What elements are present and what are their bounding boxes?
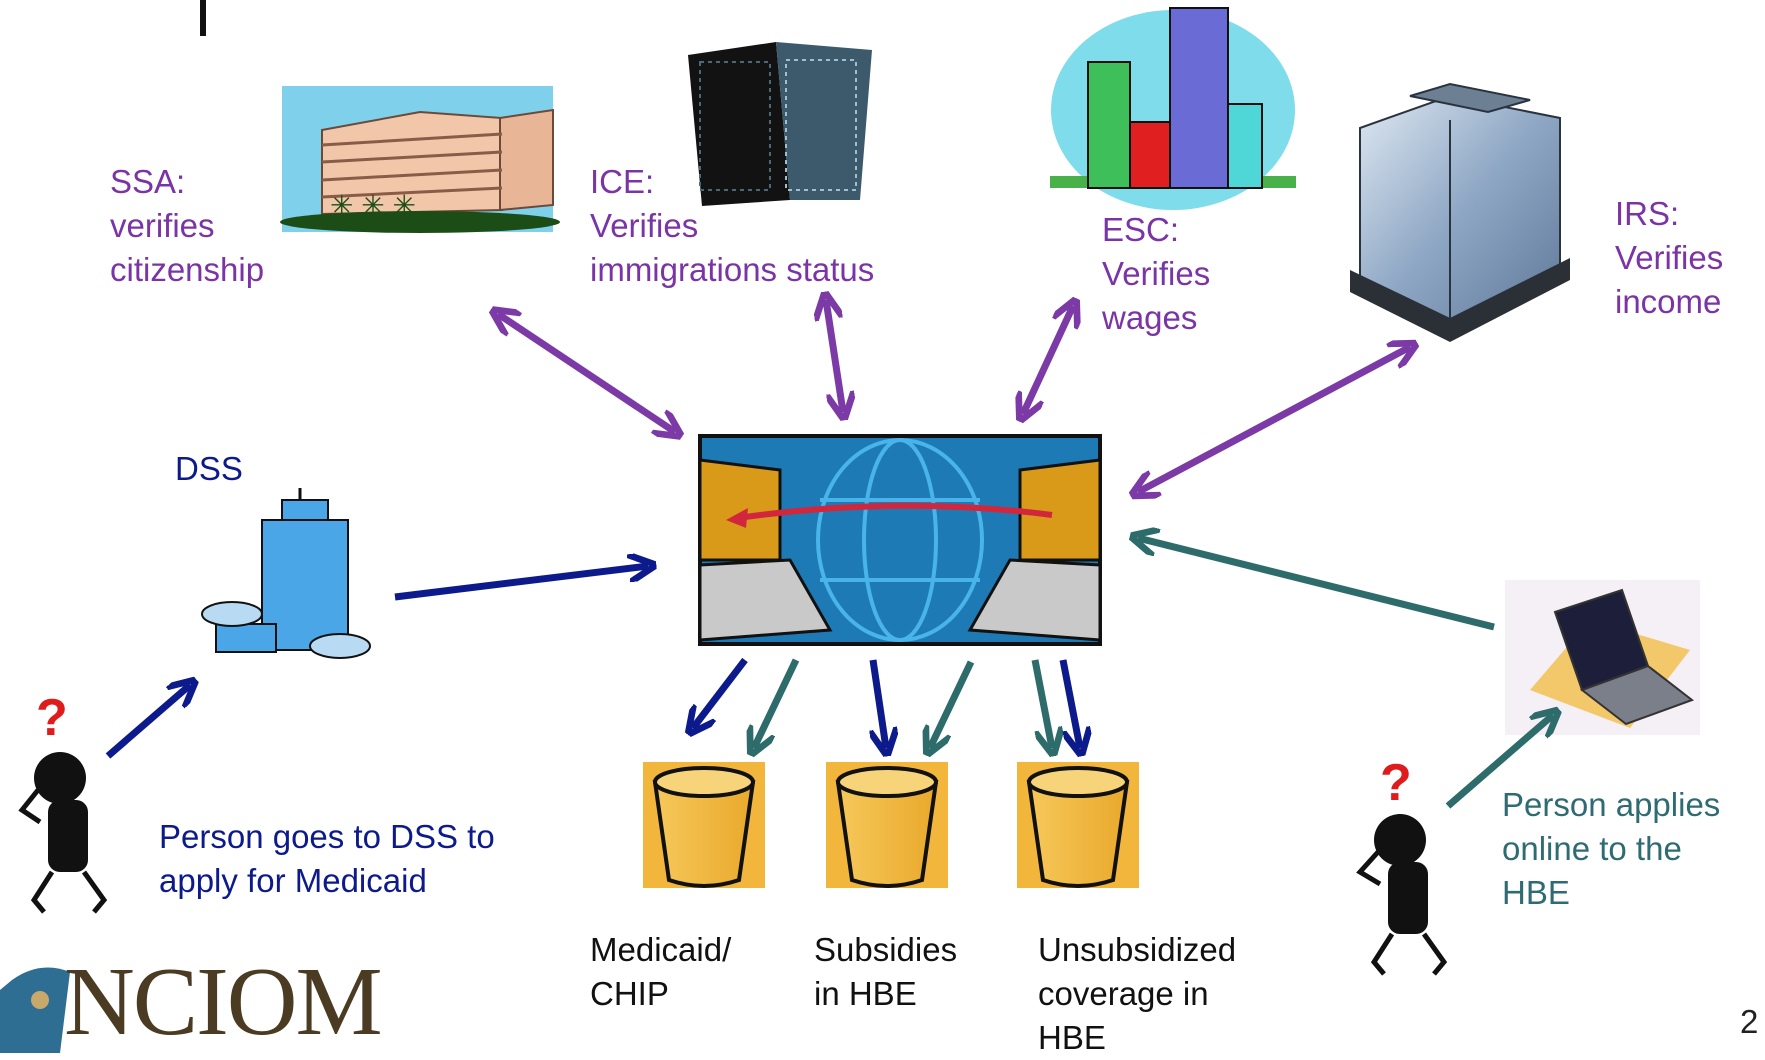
irs-label: IRS: Verifies income <box>1615 195 1724 320</box>
ice-label: ICE: Verifies immigrations status <box>590 163 875 288</box>
dss-label: DSS <box>175 450 243 487</box>
buckets-group <box>643 762 1139 888</box>
dss-to-unsubsidized-arrow <box>1059 659 1080 748</box>
title-fragment <box>200 0 206 36</box>
laptop-to-system-arrow <box>1138 538 1495 631</box>
person-to-dss-arrow <box>105 685 190 759</box>
laptop-icon <box>1505 580 1700 735</box>
svg-text:?: ? <box>36 689 68 747</box>
irs-link-arrow <box>1138 347 1410 492</box>
dss-to-system-arrow <box>394 566 648 601</box>
glass-tower-icon <box>1350 82 1570 342</box>
online-to-unsubsidized-arrow <box>1031 659 1052 748</box>
bucket-icon <box>643 762 765 888</box>
medicaid-chip-label: Medicaid/ CHIP <box>590 931 732 1012</box>
esc-link-arrow <box>1023 306 1073 414</box>
city-skyline-icon <box>1050 7 1296 210</box>
network-computers-icon <box>698 434 1102 646</box>
svg-text:?: ? <box>1380 754 1412 812</box>
dss-building-icon <box>201 488 371 659</box>
bucket-icon <box>1017 762 1139 888</box>
nciom-logo: NCIOM <box>64 948 383 1056</box>
page-number: 2 <box>1740 1003 1759 1040</box>
online-to-medicaid-arrow <box>754 658 800 748</box>
subsidies-label: Subsidies in HBE <box>814 931 958 1012</box>
confused-person-icon: ? <box>18 689 108 914</box>
dss-to-subsidies-arrow <box>873 659 886 748</box>
ssa-link-arrow <box>498 314 675 432</box>
ice-link-arrow <box>826 300 843 412</box>
skyscraper-icon <box>688 42 872 206</box>
esc-label: ESC: Verifies wages <box>1102 211 1211 336</box>
dss-to-medicaid-arrow <box>693 657 748 728</box>
online-to-subsidies-arrow <box>930 660 975 748</box>
nciom-logo-mark <box>0 967 70 1053</box>
person-online-label: Person applies online to the HBE <box>1502 786 1721 911</box>
confused-person-icon: ? <box>1356 754 1448 976</box>
ssa-label: SSA: verifies citizenship <box>110 163 265 288</box>
office-building-icon: ✳ ✳ ✳ <box>280 86 560 233</box>
person-dss-label: Person goes to DSS to apply for Medicaid <box>159 818 495 899</box>
person-to-laptop-arrow <box>1445 715 1553 809</box>
bucket-icon <box>826 762 948 888</box>
svg-text:✳ ✳ ✳: ✳ ✳ ✳ <box>330 190 416 221</box>
unsubsidized-label: Unsubsidized coverage in HBE <box>1038 931 1237 1056</box>
